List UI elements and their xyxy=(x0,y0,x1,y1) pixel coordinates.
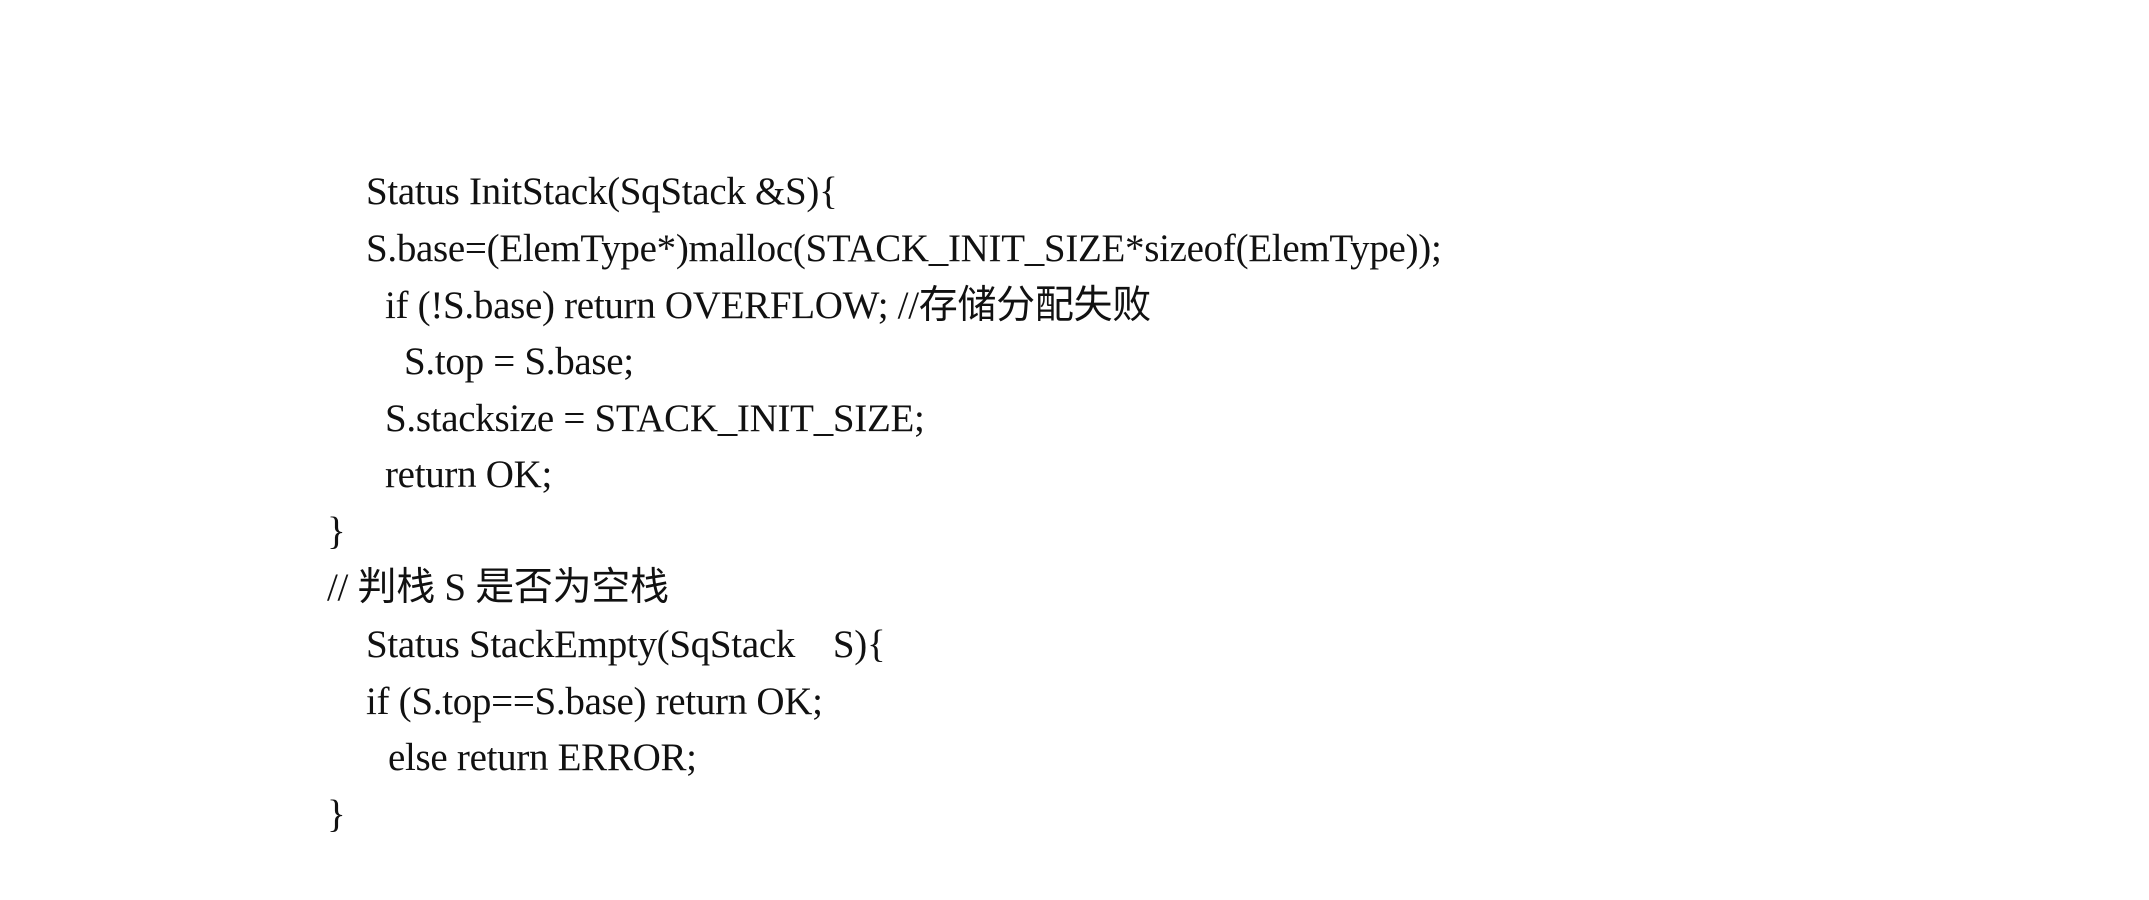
code-line-initstack-signature: Status InitStack(SqStack &S){ xyxy=(366,170,838,213)
code-line-close-brace: } xyxy=(327,510,346,553)
code-line-stackempty-signature: Status StackEmpty(SqStack S){ xyxy=(366,623,886,666)
code-line-comment: // 判栈 S 是否为空栈 xyxy=(327,566,669,609)
code-line-return-ok: return OK; xyxy=(385,453,553,496)
code-line-malloc: S.base=(ElemType*)malloc(STACK_INIT_SIZE… xyxy=(366,227,1442,270)
code-line-close-brace-2: } xyxy=(327,793,346,836)
code-line-else-error: else return ERROR; xyxy=(388,736,697,779)
code-line-empty-check: if (S.top==S.base) return OK; xyxy=(366,680,823,723)
code-line-set-stacksize: S.stacksize = STACK_INIT_SIZE; xyxy=(385,397,925,440)
code-line-set-top: S.top = S.base; xyxy=(404,340,634,383)
code-line-overflow-check: if (!S.base) return OVERFLOW; //存储分配失败 xyxy=(385,284,1151,327)
